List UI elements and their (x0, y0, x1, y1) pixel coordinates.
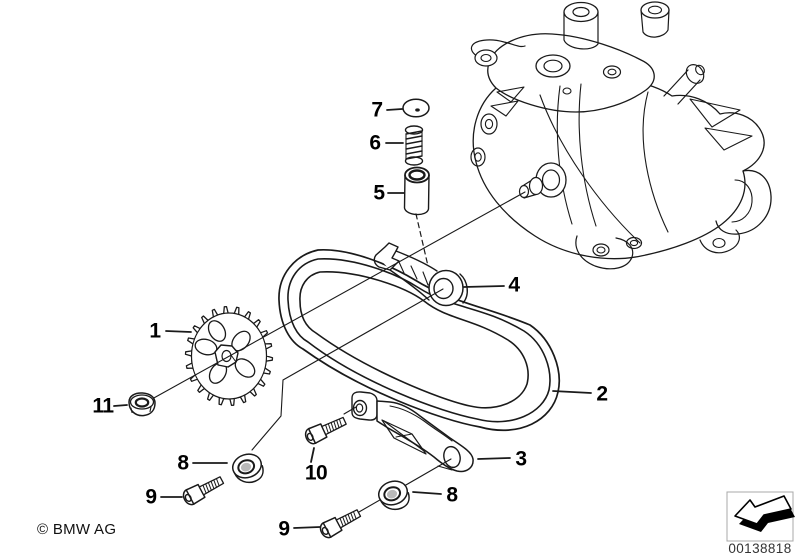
tensioner-rail-drawing (373, 242, 468, 307)
washer-drawing (402, 98, 430, 118)
callout-3-guide-rail[interactable]: 3 (515, 447, 527, 471)
document-number: 00138818 (728, 541, 792, 556)
callout-9-bolt-left[interactable]: 9 (145, 485, 157, 509)
callout-9-bolt-bottom[interactable]: 9 (278, 517, 290, 541)
leader-lines (113, 108, 592, 529)
bolt-bottom-drawing (317, 505, 364, 541)
nut-drawing (128, 392, 156, 417)
callout-11-nut[interactable]: 11 (92, 394, 114, 418)
copyright-notice: © BMW AG (37, 521, 117, 538)
spring-drawing (404, 125, 424, 166)
callout-4-tensioner-rail[interactable]: 4 (508, 273, 520, 297)
callout-1-sprocket[interactable]: 1 (149, 319, 161, 343)
oil-pump-housing-drawing (470, 1, 772, 270)
bushing-right-drawing (374, 476, 414, 515)
callout-2-timing-chain[interactable]: 2 (596, 382, 608, 406)
callout-8-bushing-left[interactable]: 8 (177, 451, 189, 475)
back-arrow-button[interactable] (726, 491, 795, 542)
bolt-middle-drawing (302, 412, 349, 447)
back-arrow-icon (734, 495, 792, 525)
callout-8-bushing-right[interactable]: 8 (446, 483, 458, 507)
callout-10-bolt-middle[interactable]: 10 (304, 461, 328, 485)
bushing-left-drawing (228, 449, 268, 488)
callout-5-piston[interactable]: 5 (373, 181, 385, 205)
callout-7-washer[interactable]: 7 (371, 98, 383, 122)
bolt-left-drawing (180, 472, 227, 508)
callout-6-spring[interactable]: 6 (369, 131, 381, 155)
guide-rail-drawing (351, 391, 474, 473)
timing-chain-drawing (278, 249, 560, 432)
tensioner-piston-drawing (403, 166, 430, 216)
